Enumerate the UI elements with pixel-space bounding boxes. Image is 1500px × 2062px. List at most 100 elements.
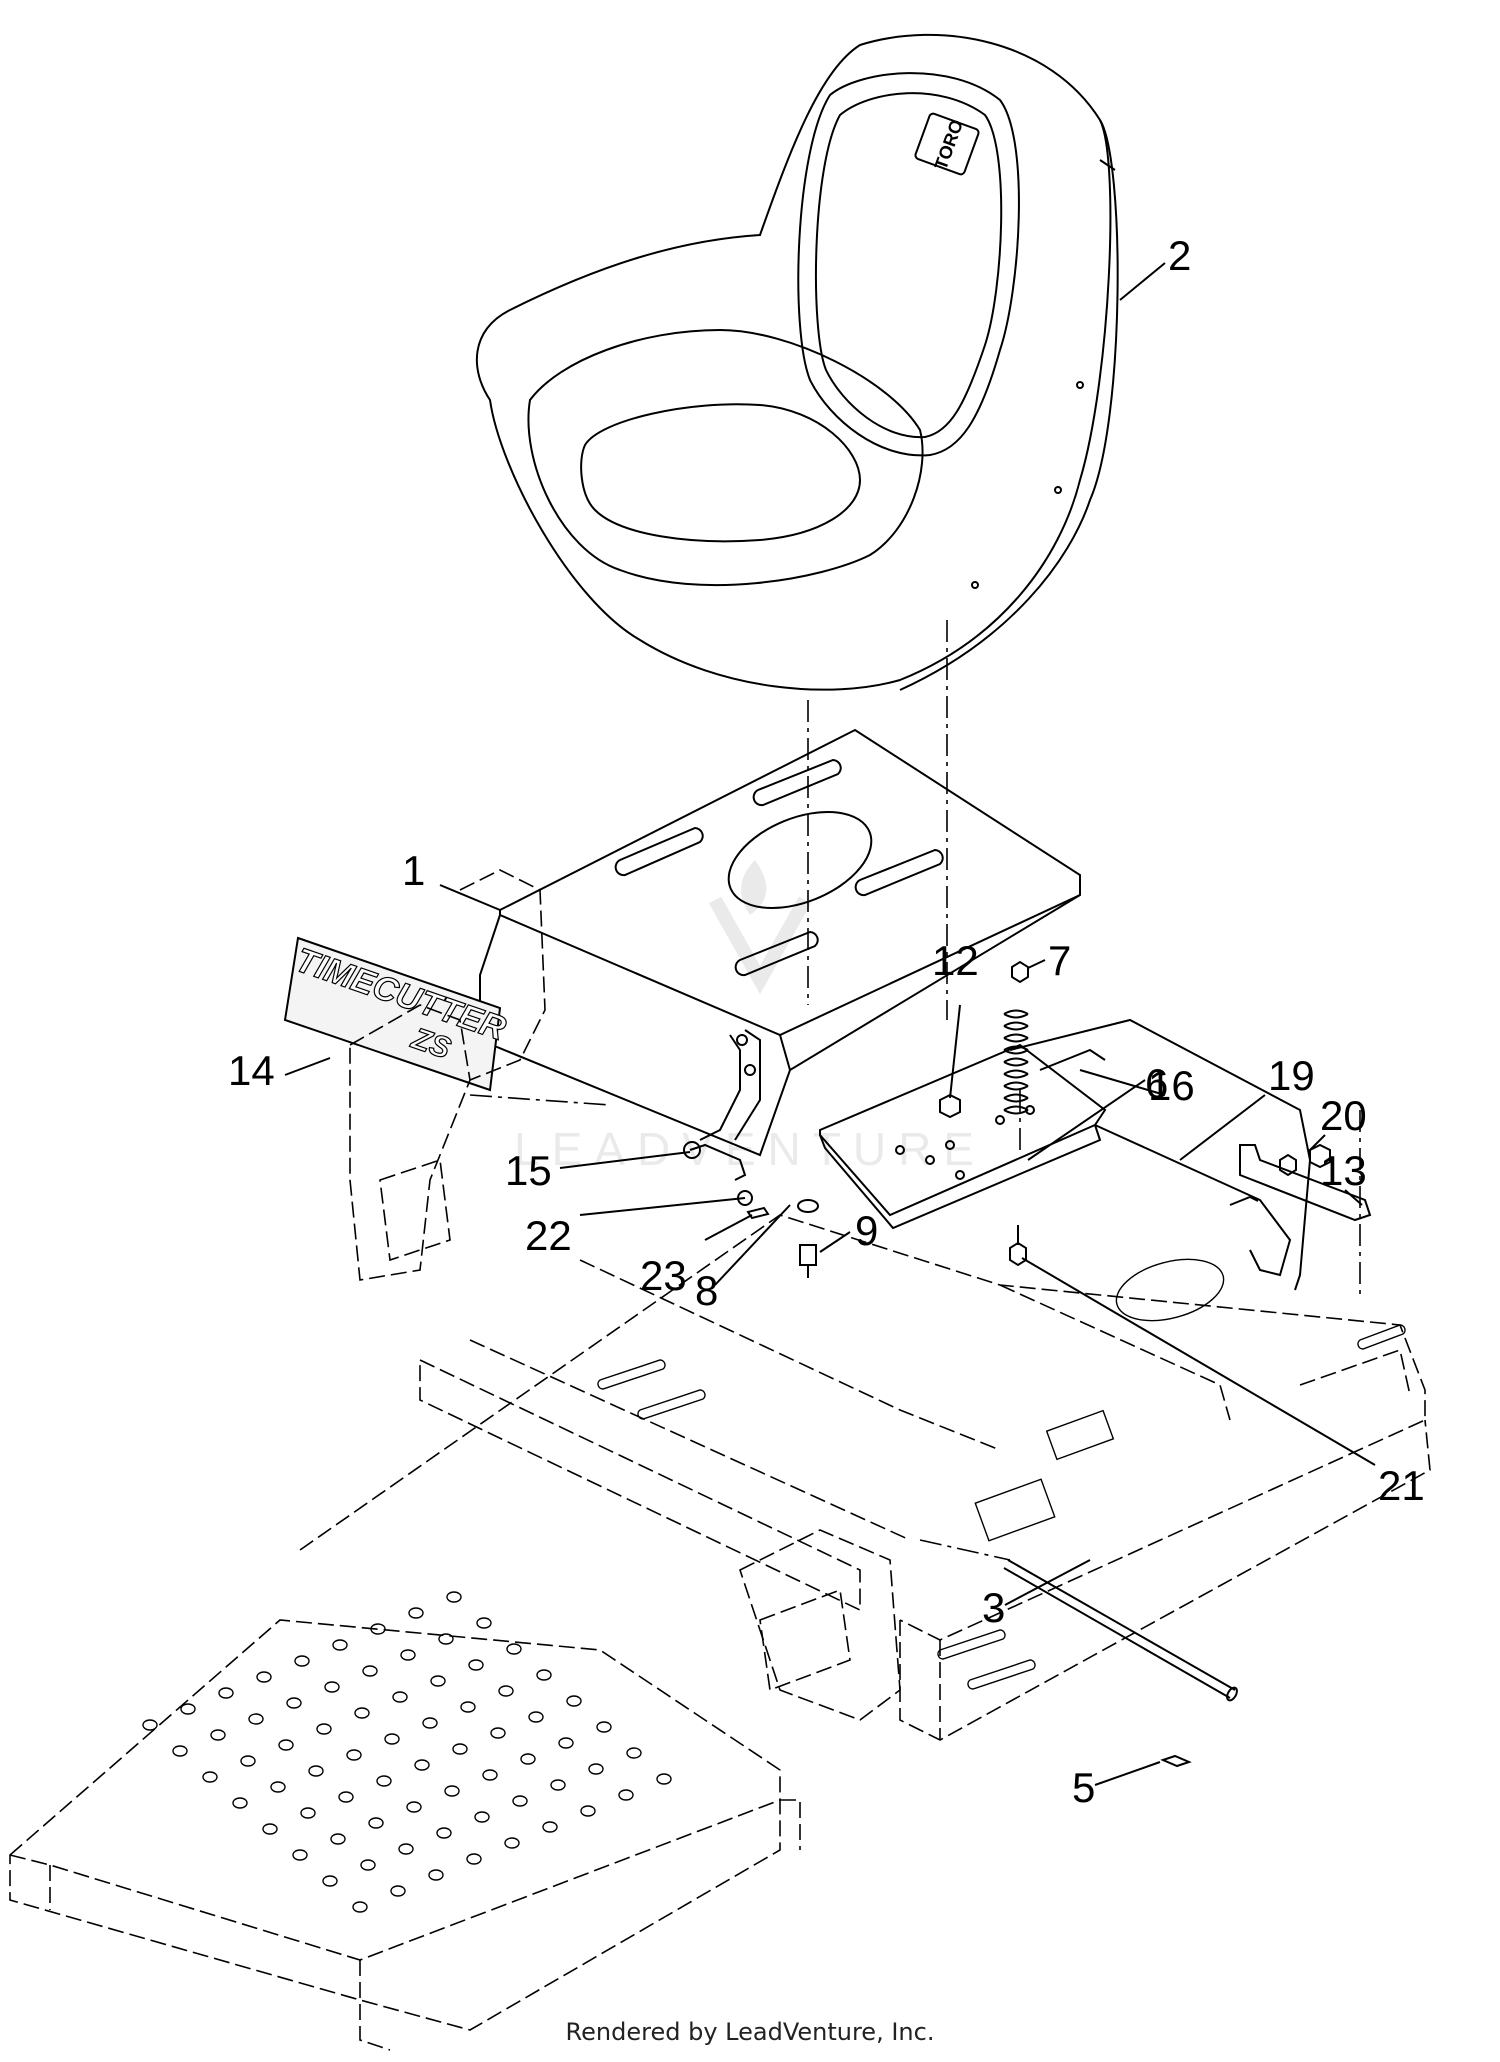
floor-hole	[142, 1719, 158, 1731]
floor-hole	[408, 1607, 424, 1619]
floor-hole	[626, 1747, 642, 1759]
floor-hole	[566, 1695, 582, 1707]
seat-switch	[683, 1141, 770, 1220]
floor-hole	[468, 1659, 484, 1671]
floor-hole	[550, 1779, 566, 1791]
floor-hole	[172, 1745, 188, 1757]
floor-hole	[498, 1685, 514, 1697]
watermark-text: LEADVENTURE	[514, 1123, 986, 1175]
floor-hole	[490, 1727, 506, 1739]
callout-22: 22	[525, 1212, 572, 1259]
callout-7: 7	[1048, 937, 1071, 984]
callout-19: 19	[1268, 1052, 1315, 1099]
floor-hole	[316, 1723, 332, 1735]
floor-hole	[300, 1807, 316, 1819]
floor-hole	[286, 1697, 302, 1709]
floor-hole	[292, 1849, 308, 1861]
floor-hole	[428, 1869, 444, 1881]
floor-hole	[512, 1795, 528, 1807]
floor-hole	[346, 1749, 362, 1761]
callout-15: 15	[505, 1147, 552, 1194]
floor-hole	[446, 1591, 462, 1603]
callout-6: 6	[1145, 1060, 1168, 1107]
floor-hole	[240, 1755, 256, 1767]
floor-hole	[506, 1643, 522, 1655]
callout-8: 8	[695, 1267, 718, 1314]
floor-hole	[248, 1713, 264, 1725]
floor-hole	[308, 1765, 324, 1777]
side-bracket	[1009, 1018, 1372, 1291]
floor-hole	[452, 1743, 468, 1755]
footer-credit: Rendered by LeadVenture, Inc.	[565, 2018, 935, 2046]
floor-hole	[376, 1775, 392, 1787]
floor-hole	[542, 1821, 558, 1833]
floor-hole	[436, 1827, 452, 1839]
floor-hole	[352, 1901, 368, 1913]
floor-hole	[444, 1785, 460, 1797]
floor-hole	[338, 1791, 354, 1803]
floor-hole	[504, 1837, 520, 1849]
spring	[1003, 1009, 1029, 1115]
floor-hole	[656, 1773, 672, 1785]
pivot-pin	[1003, 1559, 1238, 1768]
floor-hole	[256, 1671, 272, 1683]
washer-bolt	[797, 1199, 819, 1278]
callout-2: 2	[1168, 232, 1191, 279]
floor-hole	[406, 1801, 422, 1813]
floor-hole	[330, 1833, 346, 1845]
floor-hole	[422, 1717, 438, 1729]
floor-hole	[218, 1687, 234, 1699]
floor-hole	[528, 1711, 544, 1723]
frame-slots	[597, 1258, 1406, 1690]
floor-hole	[580, 1805, 596, 1817]
seat: TORO	[476, 33, 1119, 691]
floor-hole	[392, 1691, 408, 1703]
callout-5: 5	[1072, 1764, 1095, 1811]
alignment-lines	[469, 620, 1361, 1561]
floor-hole	[202, 1771, 218, 1783]
callout-16: 16	[1148, 1062, 1195, 1109]
timecutter-decal: TIMECUTTER ZS	[283, 936, 511, 1092]
floor-hole	[384, 1733, 400, 1745]
floor-hole	[618, 1789, 634, 1801]
callout-9: 9	[855, 1207, 878, 1254]
floor-hole	[270, 1781, 286, 1793]
seat-platform	[479, 728, 1081, 1157]
floor-hole	[400, 1649, 416, 1661]
floor-hole	[558, 1737, 574, 1749]
floor-hole	[232, 1797, 248, 1809]
floor-hole	[278, 1739, 294, 1751]
callout-12: 12	[932, 937, 979, 984]
floor-hole	[294, 1655, 310, 1667]
floor-hole	[262, 1823, 278, 1835]
callouts: 1 2 3 5 6 7 8 9 12 13 14 15 16 19 20 21 …	[228, 232, 1425, 1811]
watermark: LEADVENTURE	[514, 860, 986, 1175]
callout-1: 1	[402, 847, 425, 894]
floor-hole	[332, 1639, 348, 1651]
callout-3: 3	[982, 1584, 1005, 1631]
leader-lines	[284, 262, 1376, 1786]
floor-hole	[482, 1769, 498, 1781]
floor-hole	[520, 1753, 536, 1765]
floor-hole	[322, 1875, 338, 1887]
floor-hole	[368, 1817, 384, 1829]
floor-holes	[142, 1591, 672, 1913]
floor-hole	[536, 1669, 552, 1681]
floor-hole	[370, 1623, 386, 1635]
callout-21: 21	[1378, 1462, 1425, 1509]
floor-hole	[354, 1707, 370, 1719]
callout-23: 23	[640, 1252, 687, 1299]
seat-logo-text: TORO	[931, 117, 967, 172]
callout-20: 20	[1320, 1092, 1367, 1139]
floor-hole	[466, 1853, 482, 1865]
floor-hole	[390, 1885, 406, 1897]
floor-hole	[180, 1703, 196, 1715]
callout-14: 14	[228, 1047, 275, 1094]
floor-hole	[360, 1859, 376, 1871]
floor-hole	[398, 1843, 414, 1855]
floor-hole	[596, 1721, 612, 1733]
floor-hole	[362, 1665, 378, 1677]
floor-hole	[460, 1701, 476, 1713]
floor-hole	[588, 1763, 604, 1775]
